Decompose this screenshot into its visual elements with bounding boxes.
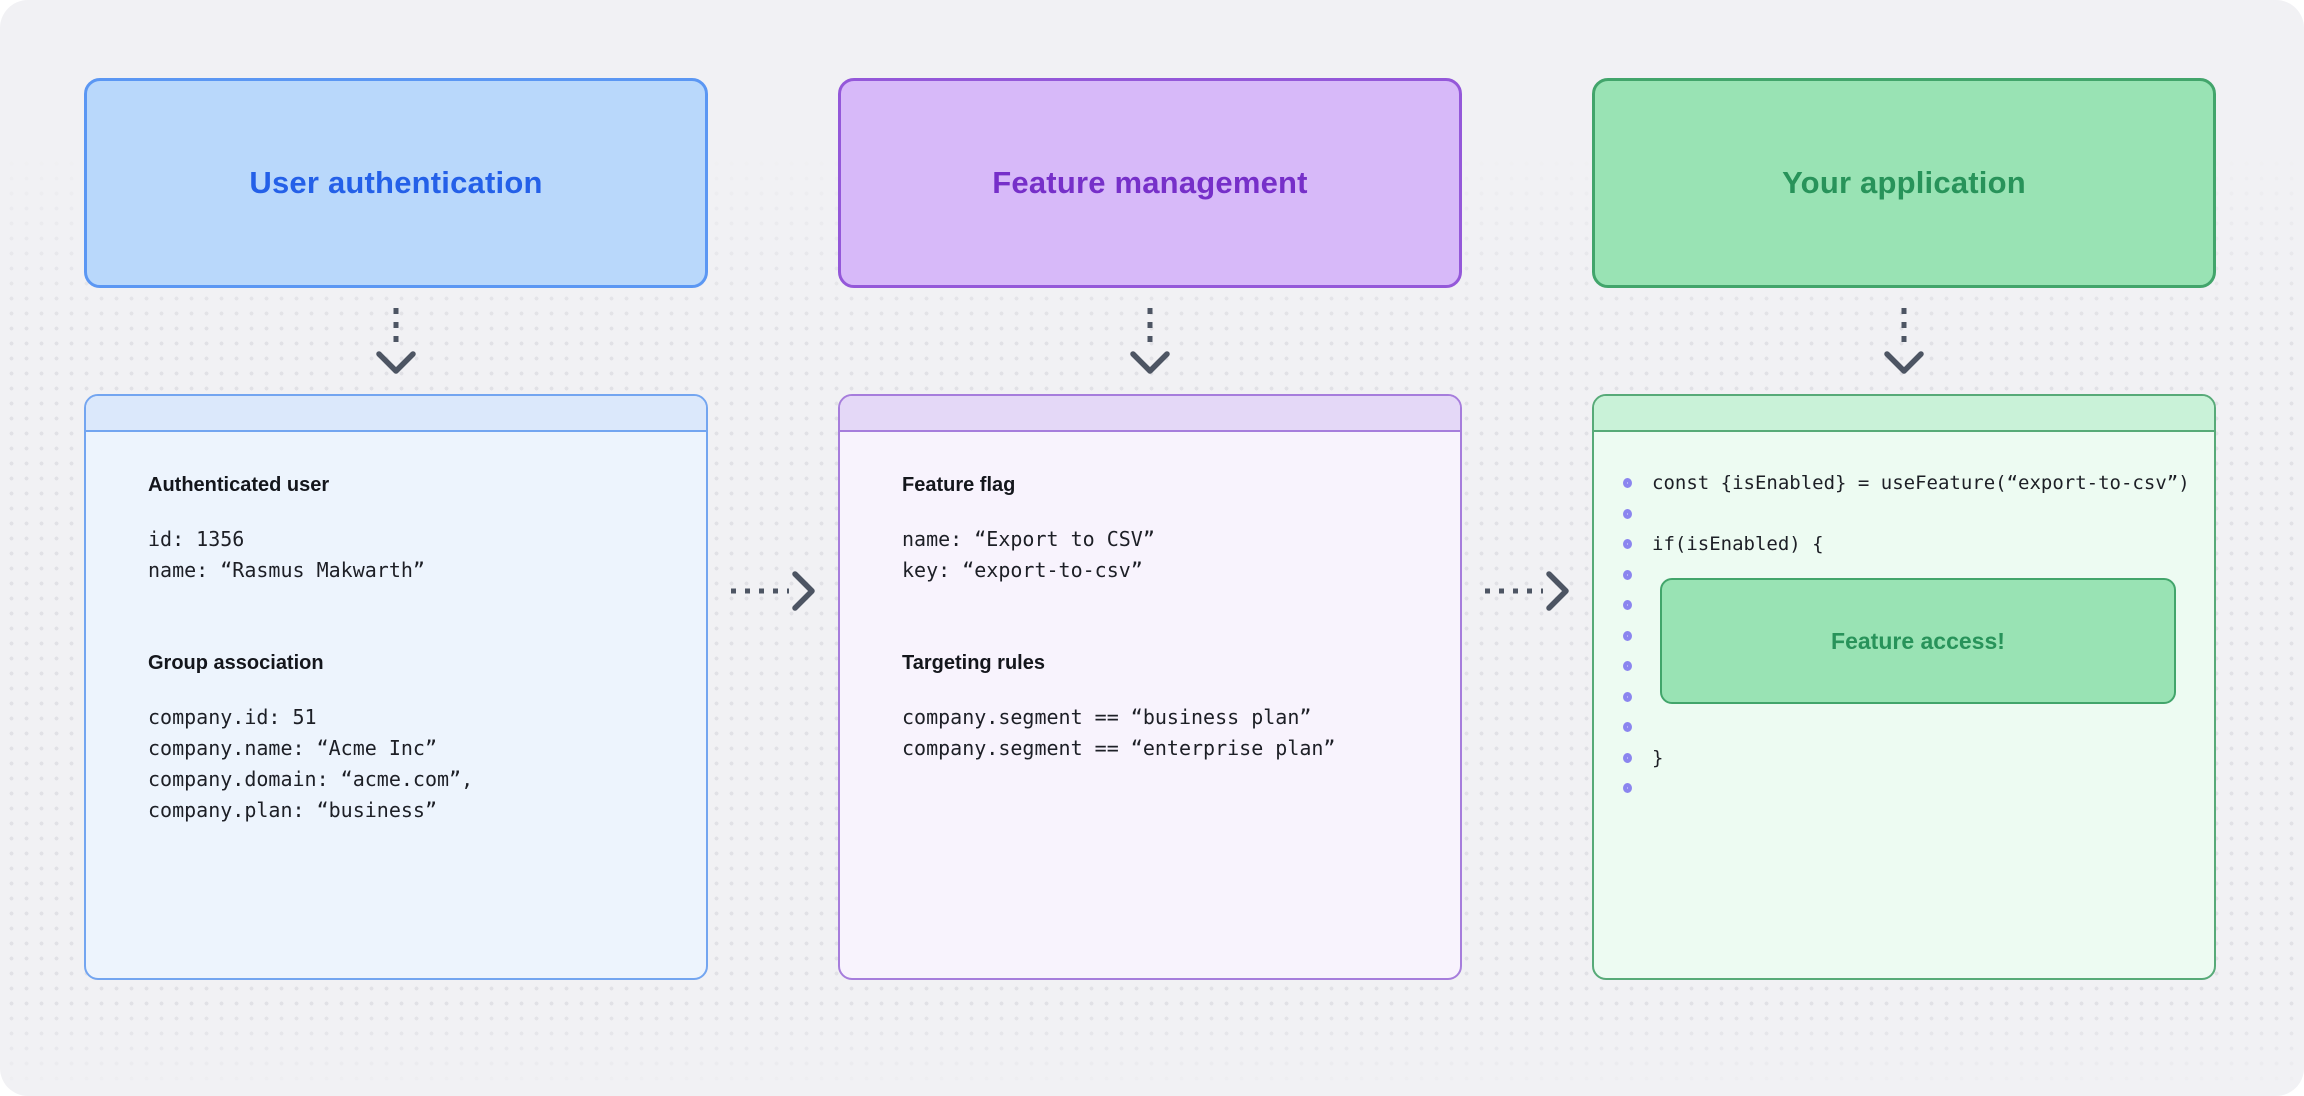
code-line: name: “Rasmus Makwarth” — [148, 555, 650, 586]
column-user-authentication: User authentication Authenticated user i… — [84, 0, 708, 1096]
code-block: id: 1356name: “Rasmus Makwarth” — [148, 524, 650, 586]
arrow-down-icon — [374, 304, 418, 380]
code-line: company.plan: “business” — [148, 795, 650, 826]
card-header-strip — [1594, 396, 2214, 432]
code-line: id: 1356 — [148, 524, 650, 555]
code-line: name: “Export to CSV” — [902, 524, 1404, 555]
section-heading: Authenticated user — [148, 474, 650, 497]
column-your-application: Your application const {isEnabled} = use… — [1592, 0, 2216, 1096]
code-row: if(isEnabled) { — [1594, 529, 2214, 560]
line-marker-icon — [1623, 692, 1632, 702]
column-feature-management: Feature management Feature flag name: “E… — [838, 0, 1462, 1096]
code-block: company.segment == “business plan”compan… — [902, 702, 1404, 764]
arrow-down-icon — [1128, 304, 1172, 380]
section-heading: Group association — [148, 652, 650, 675]
line-marker-icon — [1623, 509, 1632, 519]
code-row — [1594, 712, 2214, 743]
code-row: } — [1594, 743, 2214, 774]
arrow-right-icon — [1481, 569, 1575, 613]
feature-access-button: Feature access! — [1660, 578, 2176, 704]
code-line: company.id: 51 — [148, 702, 650, 733]
line-marker-icon — [1623, 631, 1632, 641]
code-row: const {isEnabled} = useFeature(“export-t… — [1594, 468, 2214, 499]
feature-flag-card: Feature flag name: “Export to CSV”key: “… — [838, 394, 1462, 980]
feature-management-title: Feature management — [992, 165, 1307, 201]
code-row — [1594, 499, 2214, 530]
your-application-title: Your application — [1782, 165, 2026, 201]
code-line: company.segment == “enterprise plan” — [902, 733, 1404, 764]
line-marker-icon — [1623, 600, 1632, 610]
application-code-card: const {isEnabled} = useFeature(“export-t… — [1592, 394, 2216, 980]
feature-access-label: Feature access! — [1831, 628, 2005, 655]
card-body: Feature flag name: “Export to CSV”key: “… — [840, 432, 1460, 764]
arrow-right-icon — [727, 569, 821, 613]
code-line: company.name: “Acme Inc” — [148, 733, 650, 764]
section-heading: Feature flag — [902, 474, 1404, 497]
card-header-strip — [840, 396, 1460, 432]
line-marker-icon — [1623, 478, 1632, 488]
line-marker-icon — [1623, 539, 1632, 549]
code-line: key: “export-to-csv” — [902, 555, 1404, 586]
code-line: } — [1652, 747, 1663, 769]
line-marker-icon — [1623, 783, 1632, 793]
arrow-down-icon — [1882, 304, 1926, 380]
code-line: const {isEnabled} = useFeature(“export-t… — [1652, 472, 2190, 494]
card-header-strip — [86, 396, 706, 432]
code-block: name: “Export to CSV”key: “export-to-csv… — [902, 524, 1404, 586]
code-line: company.segment == “business plan” — [902, 702, 1404, 733]
line-marker-icon — [1623, 570, 1632, 580]
user-authentication-title: User authentication — [249, 165, 542, 201]
line-marker-icon — [1623, 753, 1632, 763]
line-marker-icon — [1623, 661, 1632, 671]
card-body: Authenticated user id: 1356name: “Rasmus… — [86, 432, 706, 826]
code-block: company.id: 51company.name: “Acme Inc”co… — [148, 702, 650, 826]
section-heading: Targeting rules — [902, 652, 1404, 675]
feature-management-box: Feature management — [838, 78, 1462, 288]
user-authentication-box: User authentication — [84, 78, 708, 288]
your-application-box: Your application — [1592, 78, 2216, 288]
code-line: if(isEnabled) { — [1652, 533, 1824, 555]
line-marker-icon — [1623, 722, 1632, 732]
code-row — [1594, 773, 2214, 804]
user-auth-card: Authenticated user id: 1356name: “Rasmus… — [84, 394, 708, 980]
code-line: company.domain: “acme.com”, — [148, 764, 650, 795]
